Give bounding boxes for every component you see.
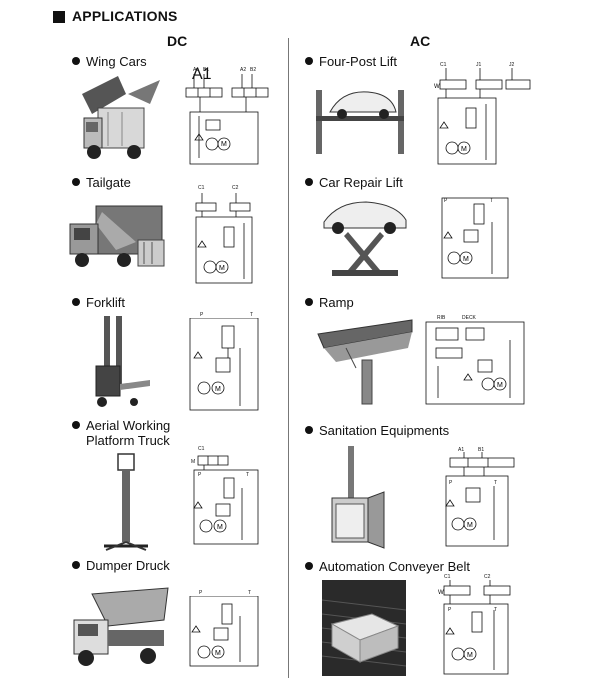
wing-cars-port-a1: A1 bbox=[192, 66, 212, 83]
port-label-c2: C2 bbox=[484, 574, 491, 580]
forklift-schematic: M bbox=[189, 318, 259, 411]
port-label-a1: A1 bbox=[193, 67, 200, 73]
item-title-wing-cars: Wing Cars bbox=[72, 54, 147, 69]
bullet-icon bbox=[72, 298, 80, 306]
bullet-icon bbox=[305, 57, 313, 65]
port-label-a1: A1 bbox=[458, 447, 465, 453]
sanitation-photo bbox=[324, 444, 388, 552]
bullet-icon bbox=[305, 298, 313, 306]
solenoid-label: W bbox=[438, 590, 444, 596]
port-label-c2: C2 bbox=[232, 185, 239, 191]
conveyer-belt-schematic: W M bbox=[438, 580, 511, 675]
aerial-platform-photo bbox=[100, 446, 152, 554]
motor-label: M bbox=[497, 382, 503, 389]
motor-label: M bbox=[219, 265, 225, 272]
port-label-t: T bbox=[246, 472, 250, 478]
port-label-j2: J2 bbox=[509, 62, 515, 68]
wing-car-photo bbox=[78, 74, 166, 166]
port-label-p: P bbox=[200, 312, 204, 318]
four-post-lift-photo bbox=[308, 82, 412, 156]
motor-label: M bbox=[461, 146, 467, 153]
title-marker bbox=[53, 11, 65, 23]
port-label-t: T bbox=[494, 480, 498, 486]
port-label-t: T bbox=[490, 198, 494, 204]
tailgate-schematic: M bbox=[195, 193, 253, 284]
port-label-rib: RIB bbox=[437, 315, 446, 321]
port-label-p: P bbox=[444, 198, 448, 204]
page-title: APPLICATIONS bbox=[72, 8, 178, 24]
item-title-four-post-lift: Four-Post Lift bbox=[305, 54, 397, 69]
aerial-platform-schematic: M bbox=[193, 455, 259, 545]
port-label-t: T bbox=[248, 590, 252, 596]
forklift-photo bbox=[84, 314, 154, 410]
item-title-car-repair-lift: Car Repair Lift bbox=[305, 175, 403, 190]
item-title-conveyer-belt: Automation Conveyer Belt bbox=[305, 559, 470, 574]
item-title-dumper: Dumper Druck bbox=[72, 558, 170, 573]
bullet-icon bbox=[305, 178, 313, 186]
car-repair-lift-photo bbox=[318, 196, 410, 280]
item-title-sanitation: Sanitation Equipments bbox=[305, 423, 449, 438]
ramp-photo bbox=[316, 318, 414, 406]
conveyer-belt-photo bbox=[322, 580, 406, 676]
motor-label: M bbox=[215, 386, 221, 393]
motor-label: M bbox=[467, 652, 473, 659]
item-label: Wing Cars bbox=[86, 54, 147, 69]
port-label-p: P bbox=[199, 590, 203, 596]
item-title-tailgate: Tailgate bbox=[72, 175, 131, 190]
item-label: Four-Post Lift bbox=[319, 54, 398, 69]
item-label-line2: Platform Truck bbox=[86, 433, 170, 448]
car-repair-lift-schematic: M bbox=[441, 197, 509, 279]
port-label-m: M bbox=[191, 459, 196, 465]
column-divider bbox=[288, 38, 289, 678]
motor-label: M bbox=[215, 650, 221, 657]
ac-heading: AC bbox=[410, 33, 431, 49]
motor-label: M bbox=[217, 524, 223, 531]
item-label: Sanitation Equipments bbox=[319, 423, 450, 438]
port-label-j1: J1 bbox=[476, 62, 482, 68]
port-label-c1: C1 bbox=[440, 62, 447, 68]
port-label-t: T bbox=[494, 607, 498, 613]
motor-label: M bbox=[467, 522, 473, 529]
port-label-c1: C1 bbox=[444, 574, 451, 580]
dumper-schematic: M bbox=[189, 596, 259, 667]
dumper-truck-photo bbox=[68, 586, 174, 670]
bullet-icon bbox=[305, 562, 313, 570]
port-label-p: P bbox=[448, 607, 452, 613]
motor-label: M bbox=[463, 256, 469, 263]
port-label-p: P bbox=[449, 480, 453, 486]
four-post-lift-schematic: W M bbox=[434, 68, 531, 165]
tailgate-photo bbox=[66, 202, 170, 276]
item-title-aerial-platform: Aerial Working Platform Truck bbox=[72, 418, 170, 448]
port-label-c1: C1 bbox=[198, 446, 205, 452]
port-label-a2: A2 bbox=[240, 67, 247, 73]
bullet-icon bbox=[305, 426, 313, 434]
bullet-icon bbox=[72, 421, 80, 429]
port-label-p: P bbox=[198, 472, 202, 478]
item-title-forklift: Forklift bbox=[72, 295, 125, 310]
port-label-b2: B2 bbox=[250, 67, 257, 73]
item-label: Ramp bbox=[319, 295, 354, 310]
solenoid-label: W bbox=[434, 84, 440, 90]
bullet-icon bbox=[72, 178, 80, 186]
port-label-b1: B1 bbox=[203, 67, 210, 73]
bullet-icon bbox=[72, 561, 80, 569]
motor-label: M bbox=[221, 141, 227, 148]
item-label: Car Repair Lift bbox=[319, 175, 403, 190]
port-label-deck: DECK bbox=[462, 315, 476, 321]
port-label-c1: C1 bbox=[198, 185, 205, 191]
port-label-t: T bbox=[250, 312, 254, 318]
port-label-b1: B1 bbox=[478, 447, 485, 453]
dc-heading: DC bbox=[167, 33, 188, 49]
wing-cars-schematic: M bbox=[185, 74, 269, 165]
sanitation-schematic: M bbox=[445, 452, 515, 547]
item-label: Automation Conveyer Belt bbox=[319, 559, 471, 574]
item-label: Tailgate bbox=[86, 175, 131, 190]
ramp-schematic: M bbox=[425, 321, 525, 405]
item-label: Forklift bbox=[86, 295, 125, 310]
item-label-line1: Aerial Working bbox=[86, 418, 171, 433]
item-title-ramp: Ramp bbox=[305, 295, 354, 310]
bullet-icon bbox=[72, 57, 80, 65]
item-label: Dumper Druck bbox=[86, 558, 170, 573]
